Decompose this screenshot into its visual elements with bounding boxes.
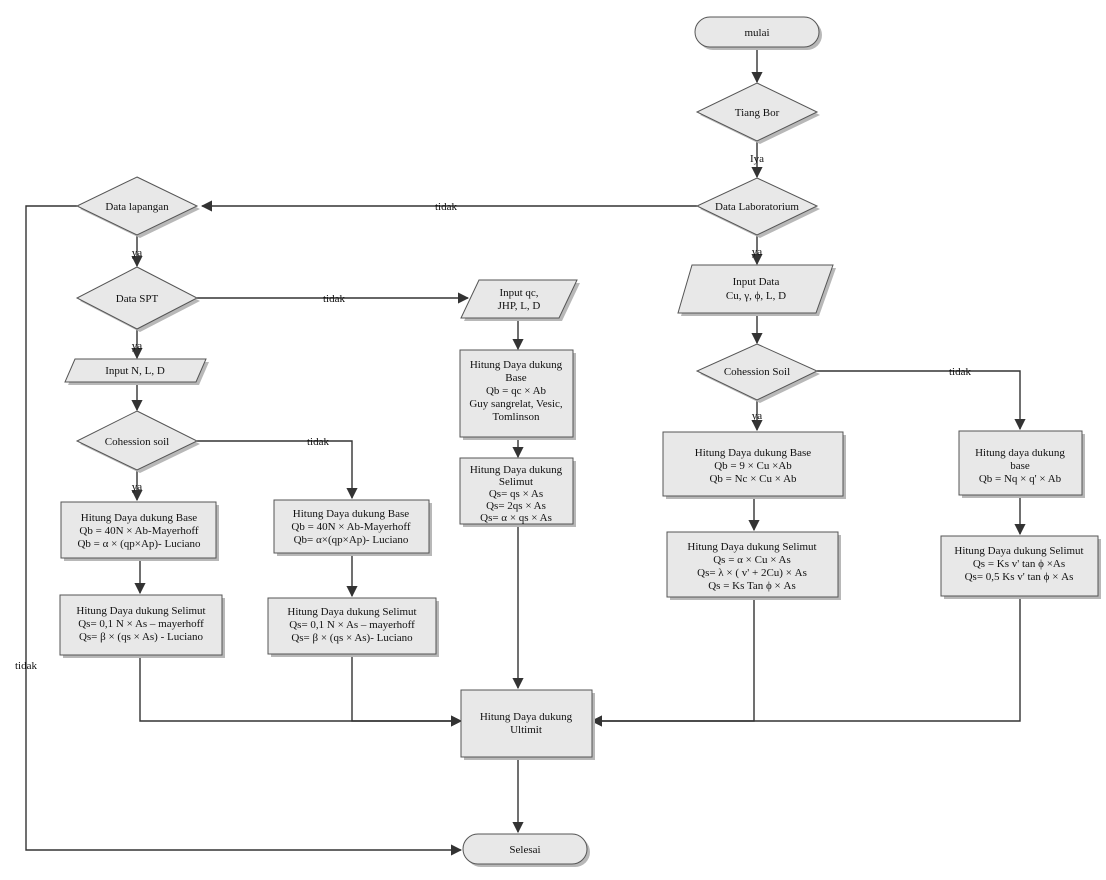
text-cohesion-soil-left: Cohession soil [105, 436, 169, 448]
text-selimut-lab-tidak-3: Qs= 0,5 Ks v' tan ϕ × As [965, 571, 1074, 583]
node-selimut-lab-tidak: Hitung Daya dukung Selimut Qs = Ks v' ta… [940, 535, 1101, 599]
text-selimut-lab-tidak-2: Qs = Ks v' tan ϕ ×As [973, 558, 1065, 570]
edge-selimutspttidak-ultimit [351, 654, 463, 727]
node-mulai: mulai [694, 16, 822, 50]
text-base-lab-tidak-3: Qb = Nq × q' × Ab [979, 473, 1062, 485]
text-ultimit-1: Hitung Daya dukung [480, 711, 573, 723]
text-base-qc-5: Tomlinson [493, 411, 540, 423]
node-cohesion-soil-right: Cohession Soil [695, 343, 820, 403]
text-selimut-lab-ya-4: Qs = Ks Tan ϕ × As [708, 580, 796, 592]
label-tidak-coh-r: tidak [949, 366, 971, 378]
node-base-lab-tidak: Hitung daya dukung base Qb = Nq × q' × A… [958, 430, 1085, 498]
label-tidak-lab: tidak [435, 201, 457, 213]
edge-datalapangan-selesai [25, 205, 463, 856]
node-base-spt-tidak: Hitung Daya dukung Base Qb = 40N × Ab-Ma… [273, 499, 432, 556]
node-input-qc: Input qc, JHP, L, D [460, 279, 580, 321]
text-base-lab-ya-1: Hitung Daya dukung Base [695, 447, 812, 459]
node-selimut-lab-ya: Hitung Daya dukung Selimut Qs = α × Cu ×… [666, 531, 841, 600]
node-base-lab-ya: Hitung Daya dukung Base Qb = 9 × Cu ×Ab … [662, 431, 846, 499]
text-base-spt-ya-3: Qb = α × (qp×Ap)- Luciano [77, 538, 201, 550]
node-base-spt-ya: Hitung Daya dukung Base Qb = 40N × Ab-Ma… [60, 501, 219, 561]
text-base-spt-ya-1: Hitung Daya dukung Base [81, 512, 198, 524]
label-ya-coh-r: ya [752, 410, 763, 422]
text-input-data-2: Cu, γ, ϕ, L, D [726, 290, 786, 302]
label-tidak-coh-l: tidak [307, 436, 329, 448]
text-data-laboratorium: Data Laboratorium [715, 201, 799, 213]
node-selimut-qc: Hitung Daya dukung Selimut Qs= qs × As Q… [459, 457, 576, 527]
text-base-lab-ya-3: Qb = Nc × Cu × Ab [709, 473, 797, 485]
text-selimut-spt-ya-1: Hitung Daya dukung Selimut [76, 605, 205, 617]
edge-cohesionl-basespttidak [197, 440, 358, 500]
node-ultimit: Hitung Daya dukung Ultimit [460, 689, 595, 760]
text-selimut-spt-ya-3: Qs= β × (qs × As) - Luciano [79, 631, 204, 643]
text-selimut-qc-5: Qs= α × qs × As [480, 512, 552, 524]
text-base-spt-ya-2: Qb = 40N × Ab-Mayerhoff [79, 525, 198, 537]
text-tiang-bor: Tiang Bor [735, 107, 780, 119]
text-base-lab-tidak-2: base [1010, 460, 1030, 472]
nodes: mulai Tiang Bor Data Laboratorium Data l… [59, 16, 1101, 867]
text-data-spt: Data SPT [116, 293, 159, 305]
text-data-lapangan: Data lapangan [105, 201, 169, 213]
text-input-nld: Input N, L, D [105, 365, 165, 377]
label-iya: Iya [750, 153, 764, 165]
text-cohesion-soil-right: Cohession Soil [724, 366, 790, 378]
node-input-data: Input Data Cu, γ, ϕ, L, D [677, 264, 836, 316]
text-base-lab-ya-2: Qb = 9 × Cu ×Ab [714, 460, 792, 472]
text-base-spt-tidak-2: Qb = 40N × Ab-Mayerhoff [291, 521, 410, 533]
text-selimut-qc-1: Hitung Daya dukung [470, 464, 563, 476]
connectors [25, 48, 1026, 856]
text-base-qc-2: Base [505, 372, 527, 384]
text-base-spt-tidak-3: Qb= α×(qp×Ap)- Luciano [294, 534, 409, 546]
label-tidak-spt: tidak [323, 293, 345, 305]
text-selimut-lab-tidak-1: Hitung Daya dukung Selimut [954, 545, 1083, 557]
text-base-qc-4: Guy sangrelat, Vesic, [469, 398, 563, 410]
text-selimut-lab-ya-3: Qs= λ × ( v' + 2Cu) × As [697, 567, 807, 579]
text-base-lab-tidak-1: Hitung daya dukung [975, 447, 1065, 459]
text-input-qc-1: Input qc, [499, 287, 538, 299]
node-input-nld: Input N, L, D [64, 358, 209, 385]
edge-selimutsptya-ultimit [139, 658, 463, 727]
text-ultimit-2: Ultimit [510, 724, 542, 736]
edge-labels: Iya tidak ya ya tidak ya tidak ya ya tid… [15, 153, 971, 672]
label-ya-lapangan: ya [132, 247, 143, 259]
edge-cohesionr-baselabtidak [817, 370, 1026, 431]
label-ya-spt: ya [132, 340, 143, 352]
edge-selimutlabtidak-ultimit [590, 599, 1021, 727]
text-input-qc-2: JHP, L, D [498, 300, 541, 312]
text-selesai: Selesai [509, 844, 540, 856]
node-selimut-spt-tidak: Hitung Daya dukung Selimut Qs= 0,1 N × A… [267, 597, 439, 657]
node-base-qc: Hitung Daya dukung Base Qb = qc × Ab Guy… [459, 349, 576, 440]
node-data-laboratorium: Data Laboratorium [695, 177, 820, 238]
text-base-qc-1: Hitung Daya dukung [470, 359, 563, 371]
node-selimut-spt-ya: Hitung Daya dukung Selimut Qs= 0,1 N × A… [59, 594, 225, 658]
label-tidak-lapangan-left: tidak [15, 660, 37, 672]
node-cohesion-soil-left: Cohession soil [75, 410, 200, 473]
text-selimut-qc-4: Qs= 2qs × As [486, 500, 546, 512]
text-selimut-spt-ya-2: Qs= 0,1 N × As – mayerhoff [78, 618, 204, 630]
label-ya-lab: ya [752, 246, 763, 258]
label-ya-coh-l: ya [132, 481, 143, 493]
text-base-qc-3: Qb = qc × Ab [486, 385, 547, 397]
text-selimut-spt-tidak-3: Qs= β × (qs × As)- Luciano [291, 632, 413, 644]
node-data-spt: Data SPT [75, 266, 200, 332]
text-selimut-lab-ya-2: Qs = α × Cu × As [713, 554, 791, 566]
node-selesai: Selesai [462, 833, 590, 867]
text-selimut-lab-ya-1: Hitung Daya dukung Selimut [687, 541, 816, 553]
text-selimut-qc-2: Selimut [499, 476, 533, 488]
edge-selimutlabya-ultimit [590, 599, 755, 727]
node-tiang-bor: Tiang Bor [695, 82, 820, 144]
text-base-spt-tidak-1: Hitung Daya dukung Base [293, 508, 410, 520]
text-selimut-spt-tidak-2: Qs= 0,1 N × As – mayerhoff [289, 619, 415, 631]
text-mulai: mulai [744, 27, 769, 39]
text-input-data-1: Input Data [733, 276, 780, 288]
text-selimut-qc-3: Qs= qs × As [489, 488, 543, 500]
text-selimut-spt-tidak-1: Hitung Daya dukung Selimut [287, 606, 416, 618]
node-data-lapangan: Data lapangan [75, 176, 200, 238]
